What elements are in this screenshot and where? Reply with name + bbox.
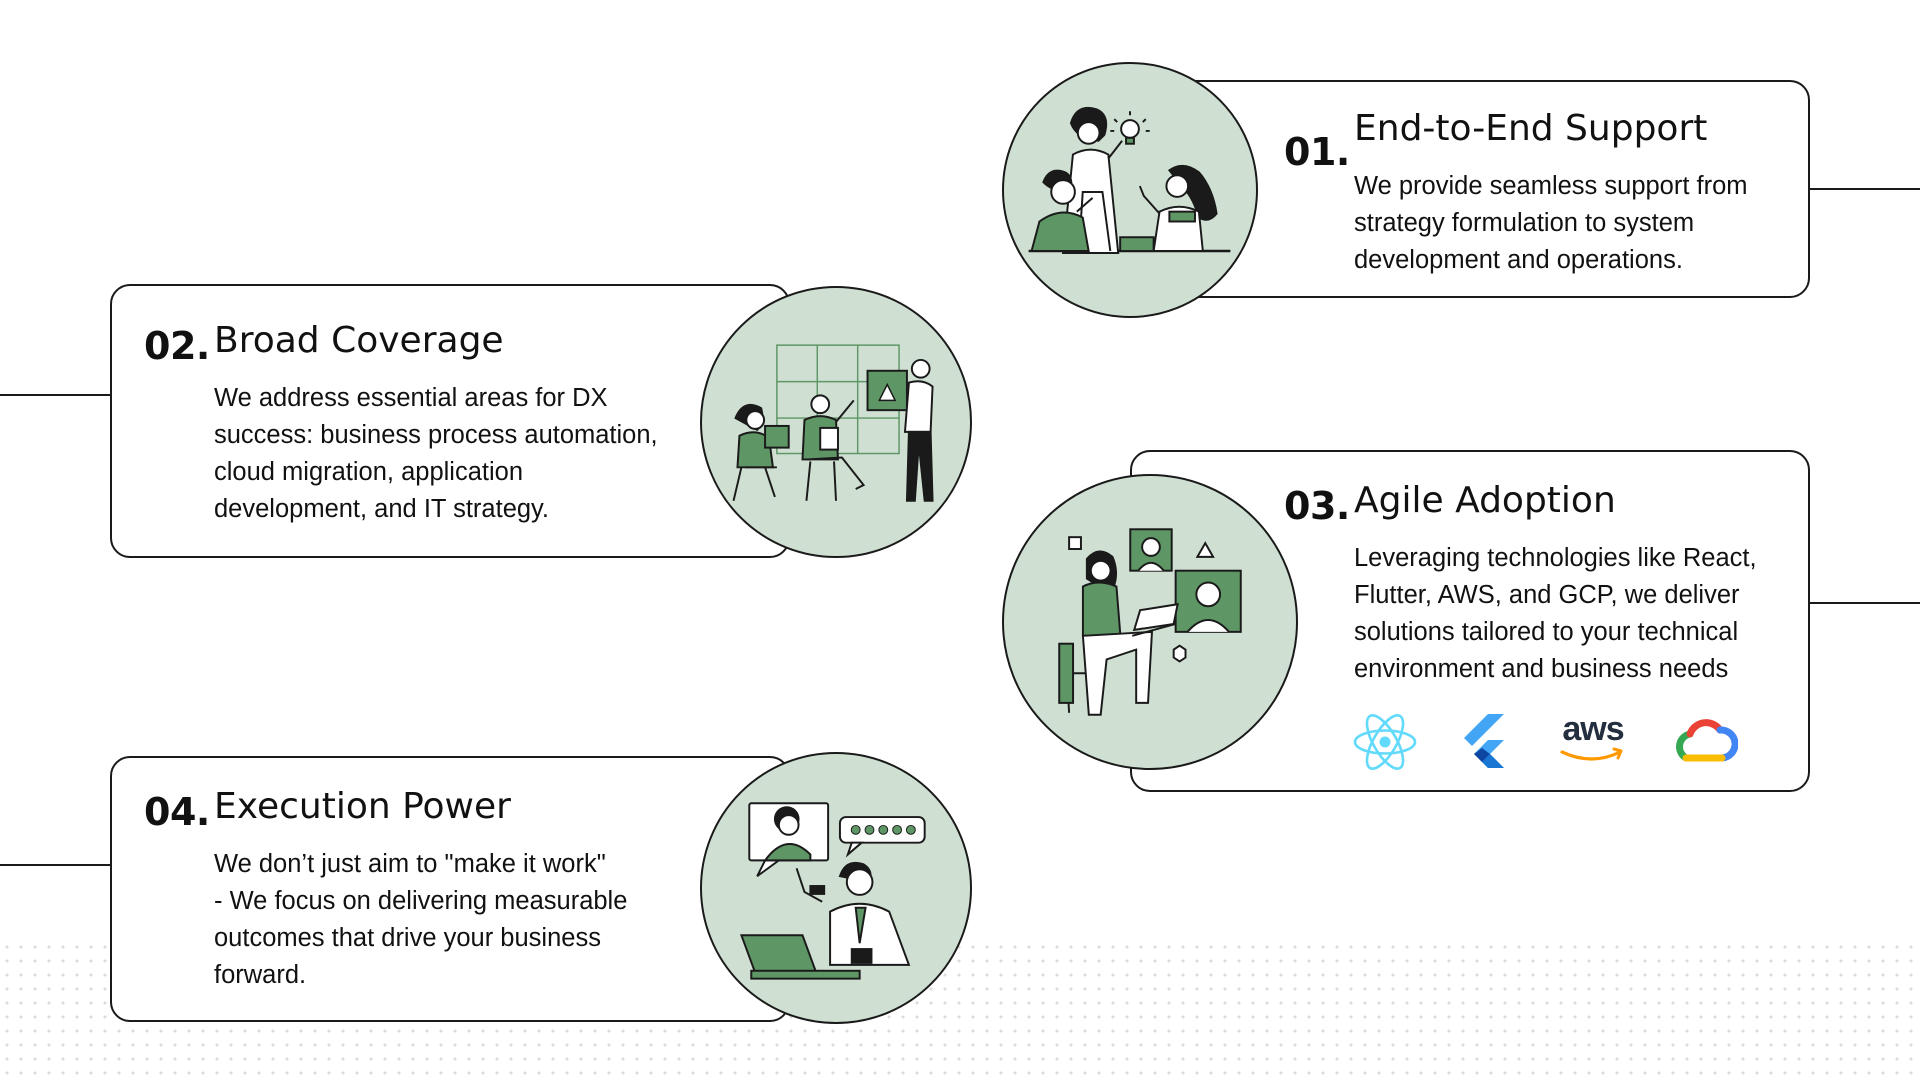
aws-text: aws — [1562, 710, 1624, 748]
connector-line-03 — [1808, 602, 1920, 604]
description-line: We address essential areas for DX — [214, 384, 608, 412]
item-description-04: We don’t just aim to "make it work" - We… — [214, 846, 627, 994]
description-line: environment and business needs — [1354, 655, 1729, 683]
video-call-illustration — [1058, 528, 1242, 716]
item-number-03: 03. — [1284, 484, 1350, 528]
react-icon — [1352, 712, 1418, 772]
team-meeting-illustration — [732, 344, 934, 502]
flutter-icon — [1460, 712, 1508, 768]
item-number-04: 04. — [144, 790, 210, 834]
description-line: Leveraging technologies like React, — [1354, 544, 1757, 572]
card-execution-power — [110, 756, 790, 1022]
item-title-end-to-end-support: End-to-End Support — [1354, 108, 1708, 149]
description-line: forward. — [214, 961, 307, 989]
card-broad-coverage — [110, 284, 790, 558]
team-idea-illustration — [1028, 106, 1231, 254]
item-title-broad-coverage: Broad Coverage — [214, 320, 504, 361]
team-idea-illustration-circle — [1002, 62, 1258, 318]
connector-line-02 — [0, 394, 112, 396]
description-line: development and operations. — [1354, 246, 1683, 274]
customer-review-illustration-circle — [700, 752, 972, 1024]
description-line: solutions tailored to your technical — [1354, 618, 1739, 646]
item-description-02: We address essential areas for DX succes… — [214, 380, 658, 528]
card-end-to-end-support — [1160, 80, 1810, 298]
item-title-agile-adoption: Agile Adoption — [1354, 480, 1616, 521]
description-line: success: business process automation, — [214, 421, 658, 449]
description-line: We don’t just aim to "make it work" — [214, 850, 606, 878]
connector-line-04 — [0, 864, 112, 866]
description-line: - We focus on delivering measurable — [214, 887, 628, 915]
google-cloud-icon — [1672, 712, 1739, 768]
description-line: development, and IT strategy. — [214, 495, 549, 523]
video-call-illustration-circle — [1002, 474, 1298, 770]
description-line: We provide seamless support from — [1354, 172, 1748, 200]
aws-icon: aws — [1556, 712, 1630, 768]
description-line: cloud migration, application — [214, 458, 524, 486]
item-number-02: 02. — [144, 324, 210, 368]
customer-review-illustration — [739, 802, 926, 980]
item-number-01: 01. — [1284, 130, 1350, 174]
description-line: strategy formulation to system — [1354, 209, 1695, 237]
item-description-01: We provide seamless support from strateg… — [1354, 168, 1748, 279]
item-description-03: Leveraging technologies like React, Flut… — [1354, 540, 1757, 688]
team-meeting-illustration-circle — [700, 286, 972, 558]
item-title-execution-power: Execution Power — [214, 786, 511, 827]
connector-line-01 — [1808, 188, 1920, 190]
description-line: Flutter, AWS, and GCP, we deliver — [1354, 581, 1740, 609]
description-line: outcomes that drive your business — [214, 924, 601, 952]
